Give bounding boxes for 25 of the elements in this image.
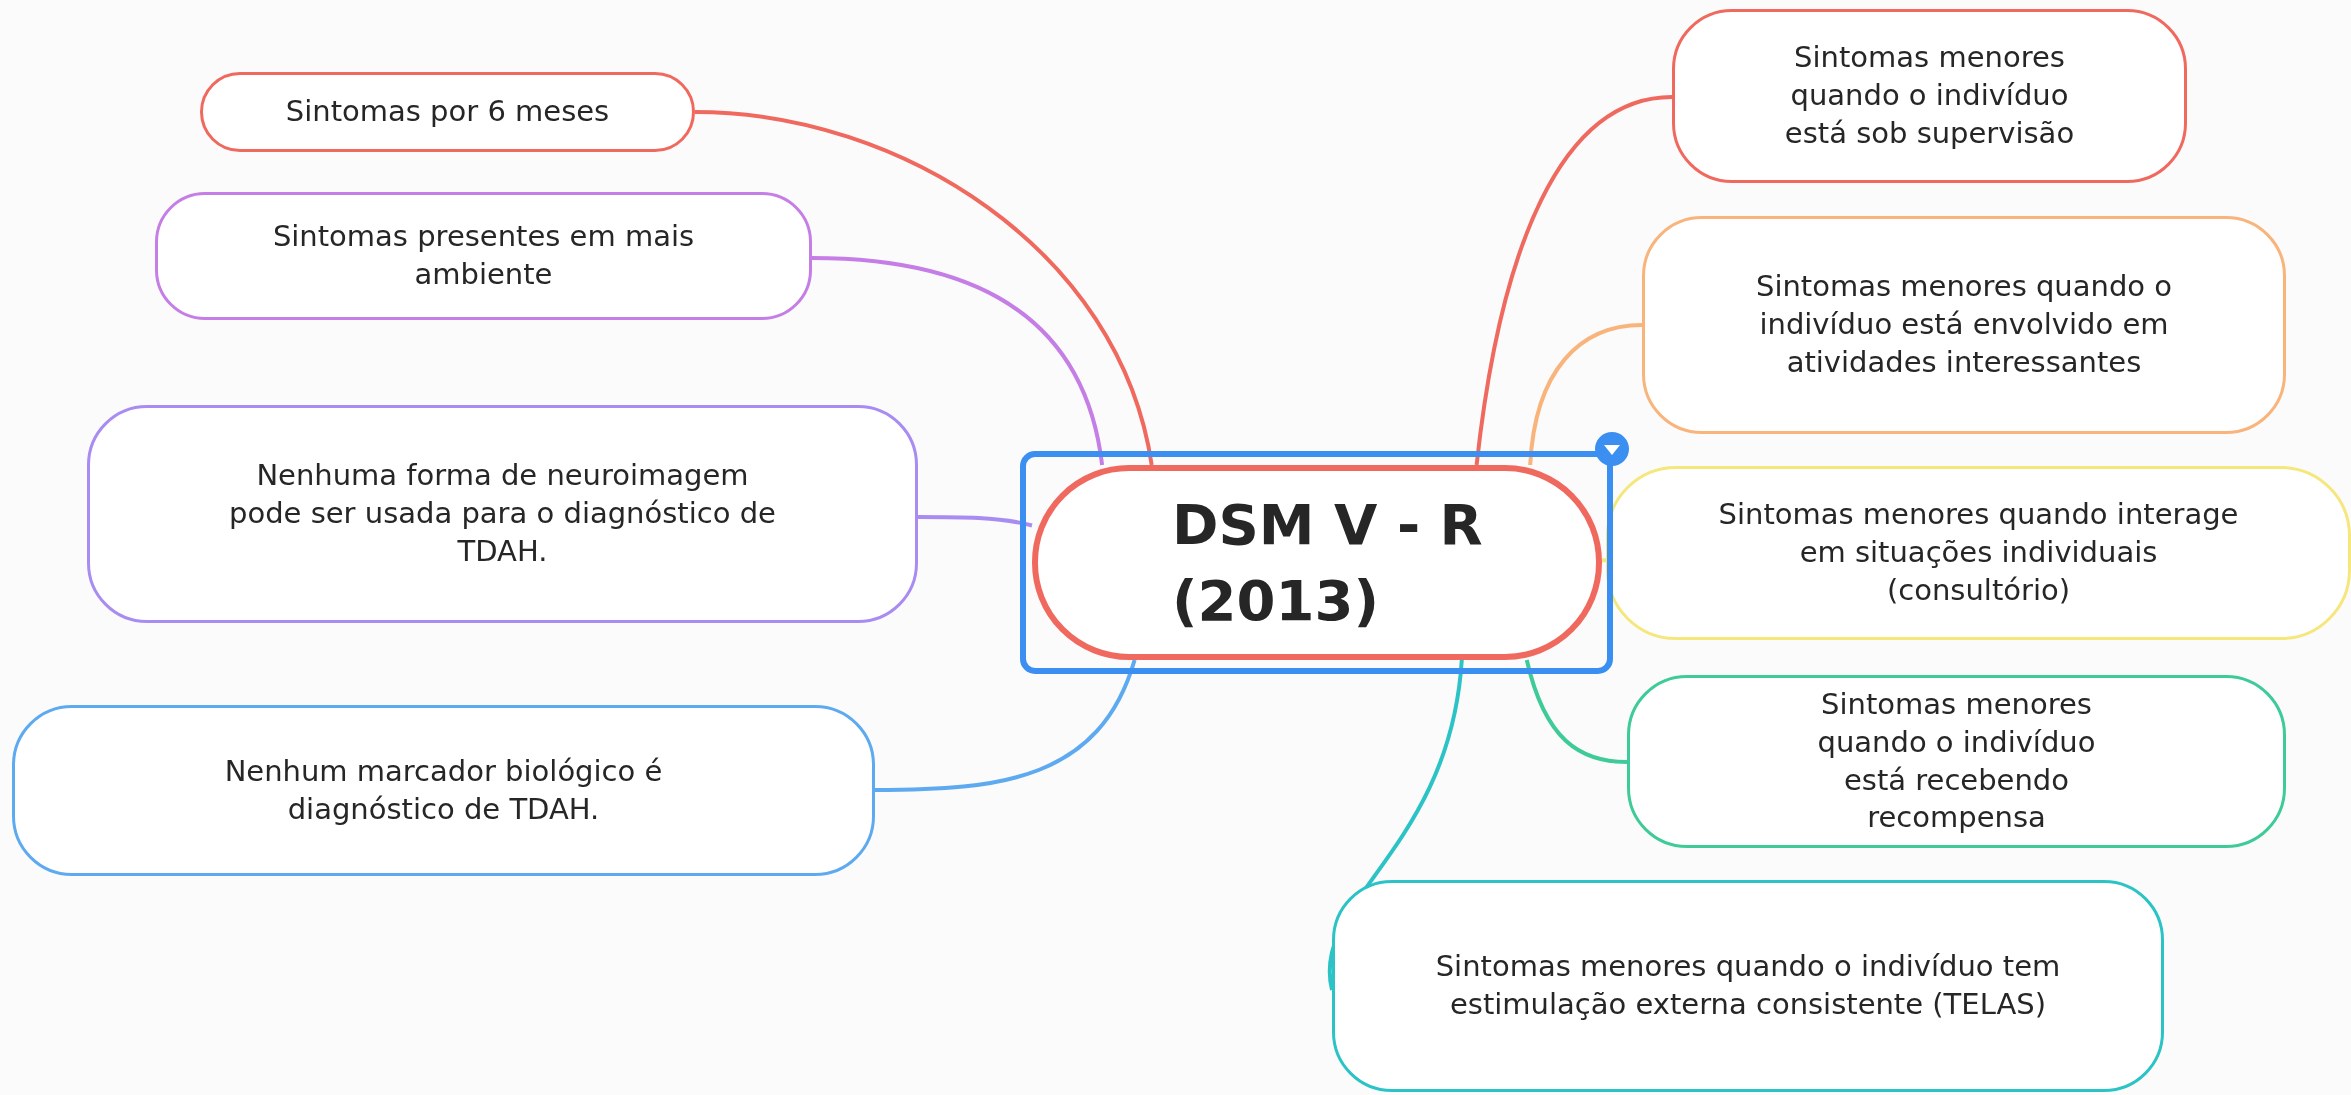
subtopic-box (1642, 216, 2286, 434)
branch-line (1524, 659, 1628, 764)
subtopic-box (1606, 466, 2351, 640)
subtopic-text: Sintomas menores quando o indivíduo está envolvido em atividades interessantes (1755, 268, 2173, 381)
subtopic-text: Sintomas por 6 meses (284, 93, 611, 131)
central-topic-text: DSM V - R (2013) (1172, 490, 1484, 635)
subtopic-text: Nenhuma forma de neuroimagem pode ser usada para o diagnóstico de TDAH. (228, 457, 777, 570)
subtopic-text: Sintomas menores quando o indivíduo está sob supervisão (1783, 39, 2076, 152)
branch-line (811, 256, 1105, 466)
branch-line (1528, 323, 1643, 466)
subtopic-text: Sintomas presentes em mais ambiente (271, 218, 696, 293)
subtopic-text: Sintomas menores quando interage em situações individuais (consultório) (1718, 496, 2239, 609)
subtopic-box (12, 705, 875, 876)
subtopic-box (1672, 9, 2187, 183)
branch-line (1601, 558, 1607, 563)
subtopic-box (87, 405, 918, 623)
subtopic-box (1332, 880, 2164, 1092)
subtopic-text: Nenhum marcador biológico é diagnóstico de TDAH. (223, 752, 664, 828)
subtopic-text: Sintomas menores quando o indivíduo tem estimulação externa consistente (TELAS) (1434, 948, 2062, 1023)
subtopic-box (155, 192, 812, 320)
subtopic-text: Sintomas menores quando o indivíduo está recebendo recompensa (1816, 686, 2097, 837)
branch-line (875, 659, 1137, 792)
branch-line (694, 110, 1154, 466)
branch-line (918, 515, 1033, 528)
subtopic-box (1627, 675, 2286, 848)
